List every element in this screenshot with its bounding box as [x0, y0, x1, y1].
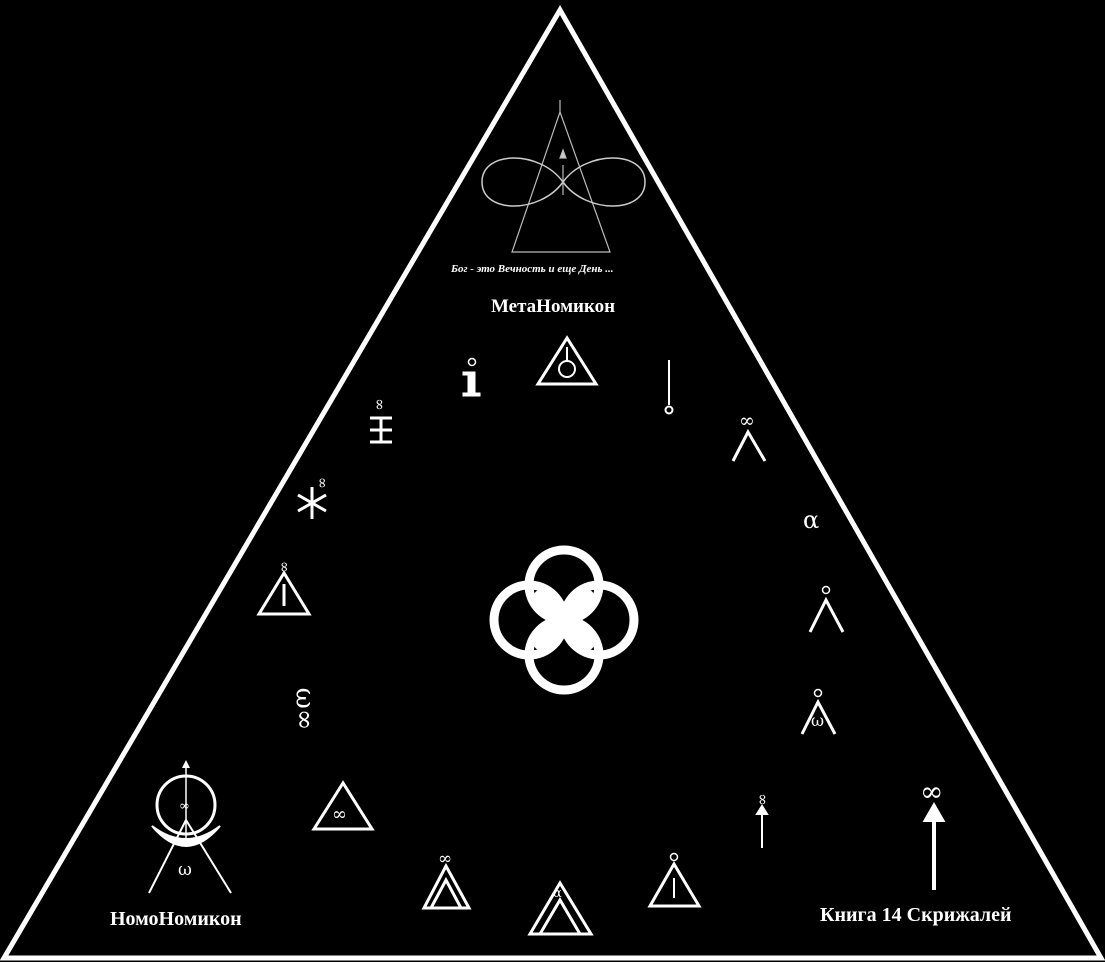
- infinity-on-large-arrow: ∞: [920, 778, 943, 806]
- motto-text: Бог - это Вечность и еще День ...: [451, 263, 614, 275]
- omega-infinity-glyph: ω∞: [291, 688, 317, 731]
- infinity-on-h-cross: ∞: [372, 398, 387, 411]
- alpha-glyph: α: [803, 508, 819, 532]
- small-arrow-symbol: [757, 806, 767, 848]
- omega-in-nomo-emblem: ω: [178, 862, 192, 879]
- line-circle-symbol: [666, 360, 673, 414]
- dotted-i-symbol: [463, 359, 480, 397]
- top-emblem: [482, 100, 645, 252]
- infinity-in-nomo-circle: ∞: [179, 800, 190, 813]
- triangle-arrow-symbol: [650, 854, 699, 907]
- lambda-infinity-symbol: [733, 432, 765, 461]
- h-cross-symbol: [370, 418, 392, 442]
- infinity-on-lambda: ∞: [739, 412, 755, 431]
- infinity-on-triangle-line: ∞: [277, 561, 291, 573]
- infinity-in-triangle: ∞: [332, 806, 347, 824]
- nested-triangle-infinity-symbol: [424, 866, 469, 908]
- label-book-14-tablets: Книга 14 Скрижалей: [820, 904, 1012, 927]
- triangle-line-symbol: [259, 573, 309, 614]
- infinity-on-small-arrow: ∞: [755, 793, 770, 806]
- triangle-eye-symbol: [538, 338, 596, 384]
- label-nomonomikon: НомоНомикон: [110, 908, 242, 931]
- star-symbol: [298, 487, 326, 519]
- label-metanomikon: МетаНомикон: [491, 296, 615, 318]
- omega-in-lambda: ω: [811, 713, 824, 729]
- alpha-in-nested-triangle: α: [553, 887, 562, 900]
- lambda-circle-symbol: [810, 587, 843, 633]
- infinity-on-star: ∞: [315, 477, 329, 489]
- infinity-on-nested-triangle: ∞: [438, 851, 452, 868]
- large-arrow-symbol: [926, 806, 942, 890]
